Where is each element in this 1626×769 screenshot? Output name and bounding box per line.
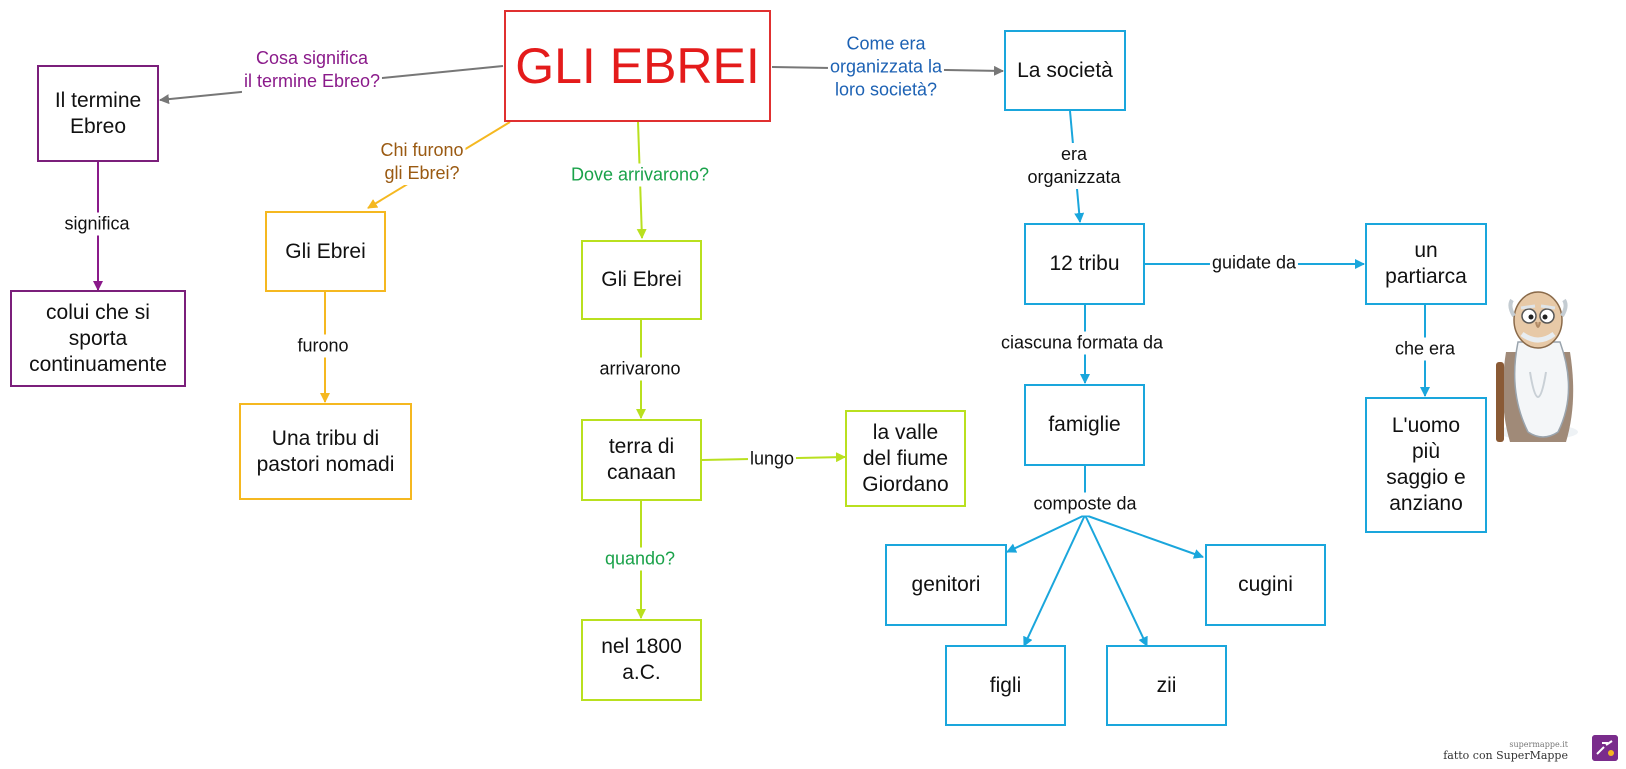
node-text: zii [1156, 673, 1177, 697]
node-text: colui che si sporta continuamente [29, 300, 167, 376]
node-patriarca[interactable]: un partiarca [1365, 223, 1487, 305]
node-text: 12 tribu [1049, 252, 1120, 275]
credits-text: fatto con SuperMappe [1443, 749, 1568, 762]
node-la-societa[interactable]: La società [1004, 30, 1126, 111]
node-text: la valle del fiume Giordano [862, 420, 949, 496]
node-text: Gli Ebrei [601, 268, 682, 291]
node-figli[interactable]: figli [945, 645, 1066, 726]
label-composte-da: composte da [1031, 492, 1139, 516]
credits: supermappe.it fatto con SuperMappe [1443, 740, 1568, 762]
node-gli-ebrei-dove[interactable]: Gli Ebrei [581, 240, 702, 320]
node-zii[interactable]: zii [1106, 645, 1227, 726]
label-arrivarono: arrivarono [597, 357, 683, 381]
node-terra-di-canaan[interactable]: terra di canaan [581, 419, 702, 501]
label-ciascuna-formata: ciascuna formata da [998, 331, 1166, 355]
label-era-organizzata: era organizzata [1025, 143, 1123, 189]
old-wise-man-icon [1496, 291, 1578, 442]
edge-famiglie-figli [1023, 514, 1086, 647]
credits-site: supermappe.it [1509, 740, 1568, 749]
node-text: famiglie [1048, 413, 1121, 436]
node-termine-ebreo[interactable]: Il termine Ebreo [37, 65, 159, 162]
title-node[interactable]: GLI EBREI [504, 10, 771, 122]
label-cosa-significa: Cosa significa il termine Ebreo? [241, 47, 383, 93]
node-gli-ebrei-chi[interactable]: Gli Ebrei [265, 211, 386, 292]
node-cugini[interactable]: cugini [1205, 544, 1326, 626]
label-significa: significa [62, 212, 132, 236]
node-text: terra di canaan [607, 435, 676, 484]
edge-famiglie-cugini [1084, 514, 1204, 559]
label-chi-furono: Chi furono gli Ebrei? [378, 139, 466, 185]
label-quando: quando? [602, 547, 678, 571]
node-text: Gli Ebrei [285, 239, 366, 263]
node-genitori[interactable]: genitori [885, 544, 1007, 626]
label-dove-arrivarono: Dove arrivarono? [568, 163, 712, 187]
node-text: nel 1800 a.C. [601, 635, 682, 684]
node-colui-che-si-sporta[interactable]: colui che si sporta continuamente [10, 290, 186, 387]
node-12-tribu[interactable]: 12 tribu [1024, 223, 1145, 305]
node-text: cugini [1238, 573, 1293, 596]
node-text: un partiarca [1385, 239, 1467, 288]
node-valle-giordano[interactable]: la valle del fiume Giordano [845, 410, 966, 507]
node-text: genitori [911, 573, 981, 596]
node-text: Il termine Ebreo [54, 88, 142, 138]
node-tribu-pastori[interactable]: Una tribu di pastori nomadi [239, 403, 412, 500]
label-che-era: che era [1392, 337, 1458, 361]
node-famiglie[interactable]: famiglie [1024, 384, 1145, 466]
label-lungo: lungo [747, 447, 797, 471]
edge-famiglie-zii [1084, 514, 1148, 647]
title-text: GLI EBREI [515, 38, 760, 94]
node-1800-ac[interactable]: nel 1800 a.C. [581, 619, 702, 701]
label-guidate-da: guidate da [1209, 251, 1299, 275]
node-text: L'uomo più saggio e anziano [1386, 414, 1466, 515]
node-uomo-saggio[interactable]: L'uomo più saggio e anziano [1365, 397, 1487, 533]
supermappe-logo-icon [1592, 735, 1618, 761]
label-furono: furono [295, 334, 351, 358]
node-text: figli [989, 673, 1022, 697]
node-text: Una tribu di pastori nomadi [256, 426, 395, 476]
node-text: La società [1017, 58, 1113, 82]
label-come-era: Come era organizzata la loro società? [827, 32, 945, 102]
